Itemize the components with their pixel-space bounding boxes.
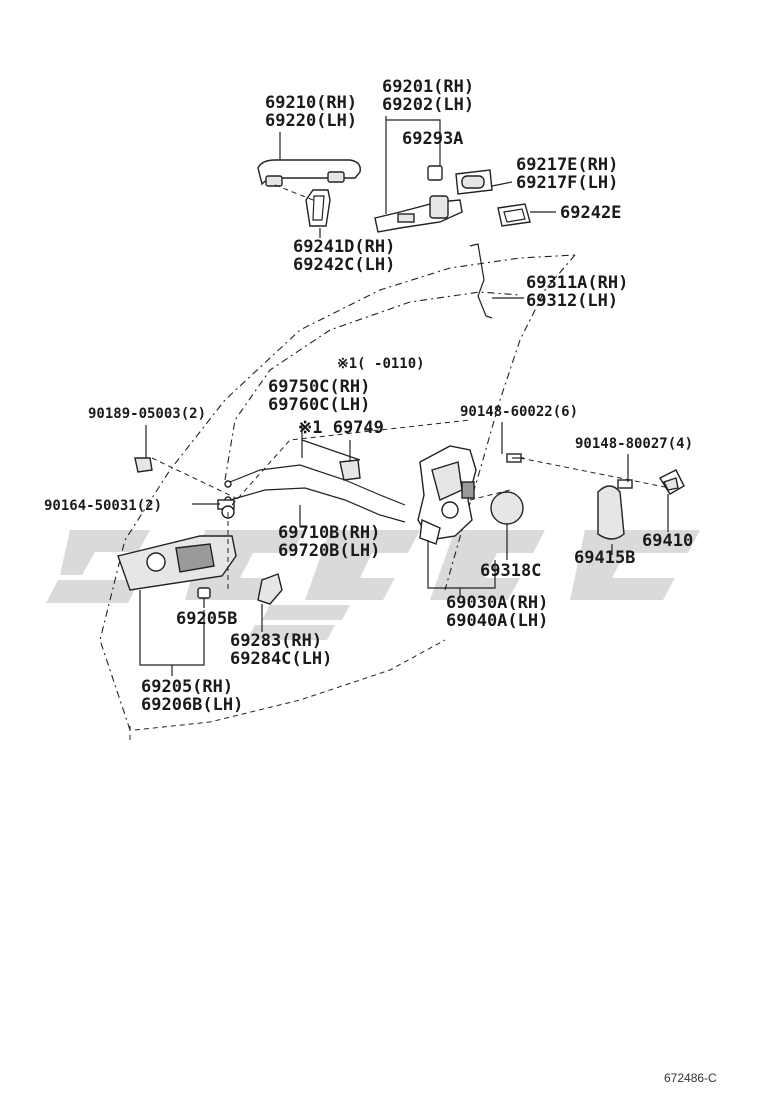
cap-69205b [197,587,211,599]
label-69205: 69205(RH)69206B(LH) [141,677,243,715]
shim-69415 [597,485,625,540]
label-69030: 69030A(RH)69040A(LH) [446,593,548,631]
door-lock-69030 [417,445,477,545]
label-69205b: 69205B [176,609,237,629]
handle-pad-69241 [305,189,331,227]
label-90148b: 90148-80027(4) [575,436,693,452]
label-69750: 69750C(RH)69760C(LH) [268,377,370,415]
label-69241: 69241D(RH)69242C(LH) [293,237,395,275]
part-labels: 69210(RH)69220(LH) 69201(RH)69202(LH) 69… [44,77,717,1085]
label-90189: 90189-05003(2) [88,406,206,422]
hole-cover-69318 [490,491,524,525]
label-69710: 69710B(RH)69720B(LH) [278,523,380,561]
screw-90164 [217,499,235,519]
label-69201: 69201(RH)69202(LH) [382,77,474,115]
clip-69749 [339,459,361,481]
cables-69750 [224,464,406,523]
rod-69311 [469,243,493,319]
label-69410: 69410 [642,531,693,551]
label-69293a: 69293A [402,129,463,149]
leader-lines [139,116,671,676]
bezel-69283 [257,573,283,605]
label-69415b: 69415B [574,548,635,568]
key-cylinder-pad-69217 [455,169,493,195]
label-90148a: 90148-60022(6) [460,404,578,420]
label-69242e: 69242E [560,203,621,223]
diagram-code: 672486-C [664,1071,717,1085]
label-69749: ※1 69749 [298,418,384,438]
striker-69410 [658,469,685,495]
clip-90189 [134,457,153,473]
label-90164: 90164-50031(2) [44,498,162,514]
gasket-69242e [497,203,531,227]
screw-90148b [617,479,633,489]
label-69318c: 69318C [480,561,541,581]
label-69311: 69311A(RH)69312(LH) [526,273,628,311]
label-69217: 69217E(RH)69217F(LH) [516,155,618,193]
label-note: ※1( -0110) [337,356,425,372]
handle-frame-69201 [374,195,463,233]
inside-handle-69205 [117,535,237,591]
label-69210: 69210(RH)69220(LH) [265,93,357,131]
label-69283: 69283(RH)69284C(LH) [230,631,332,669]
clip-69293 [427,165,443,181]
outside-handle-69210 [257,159,361,187]
